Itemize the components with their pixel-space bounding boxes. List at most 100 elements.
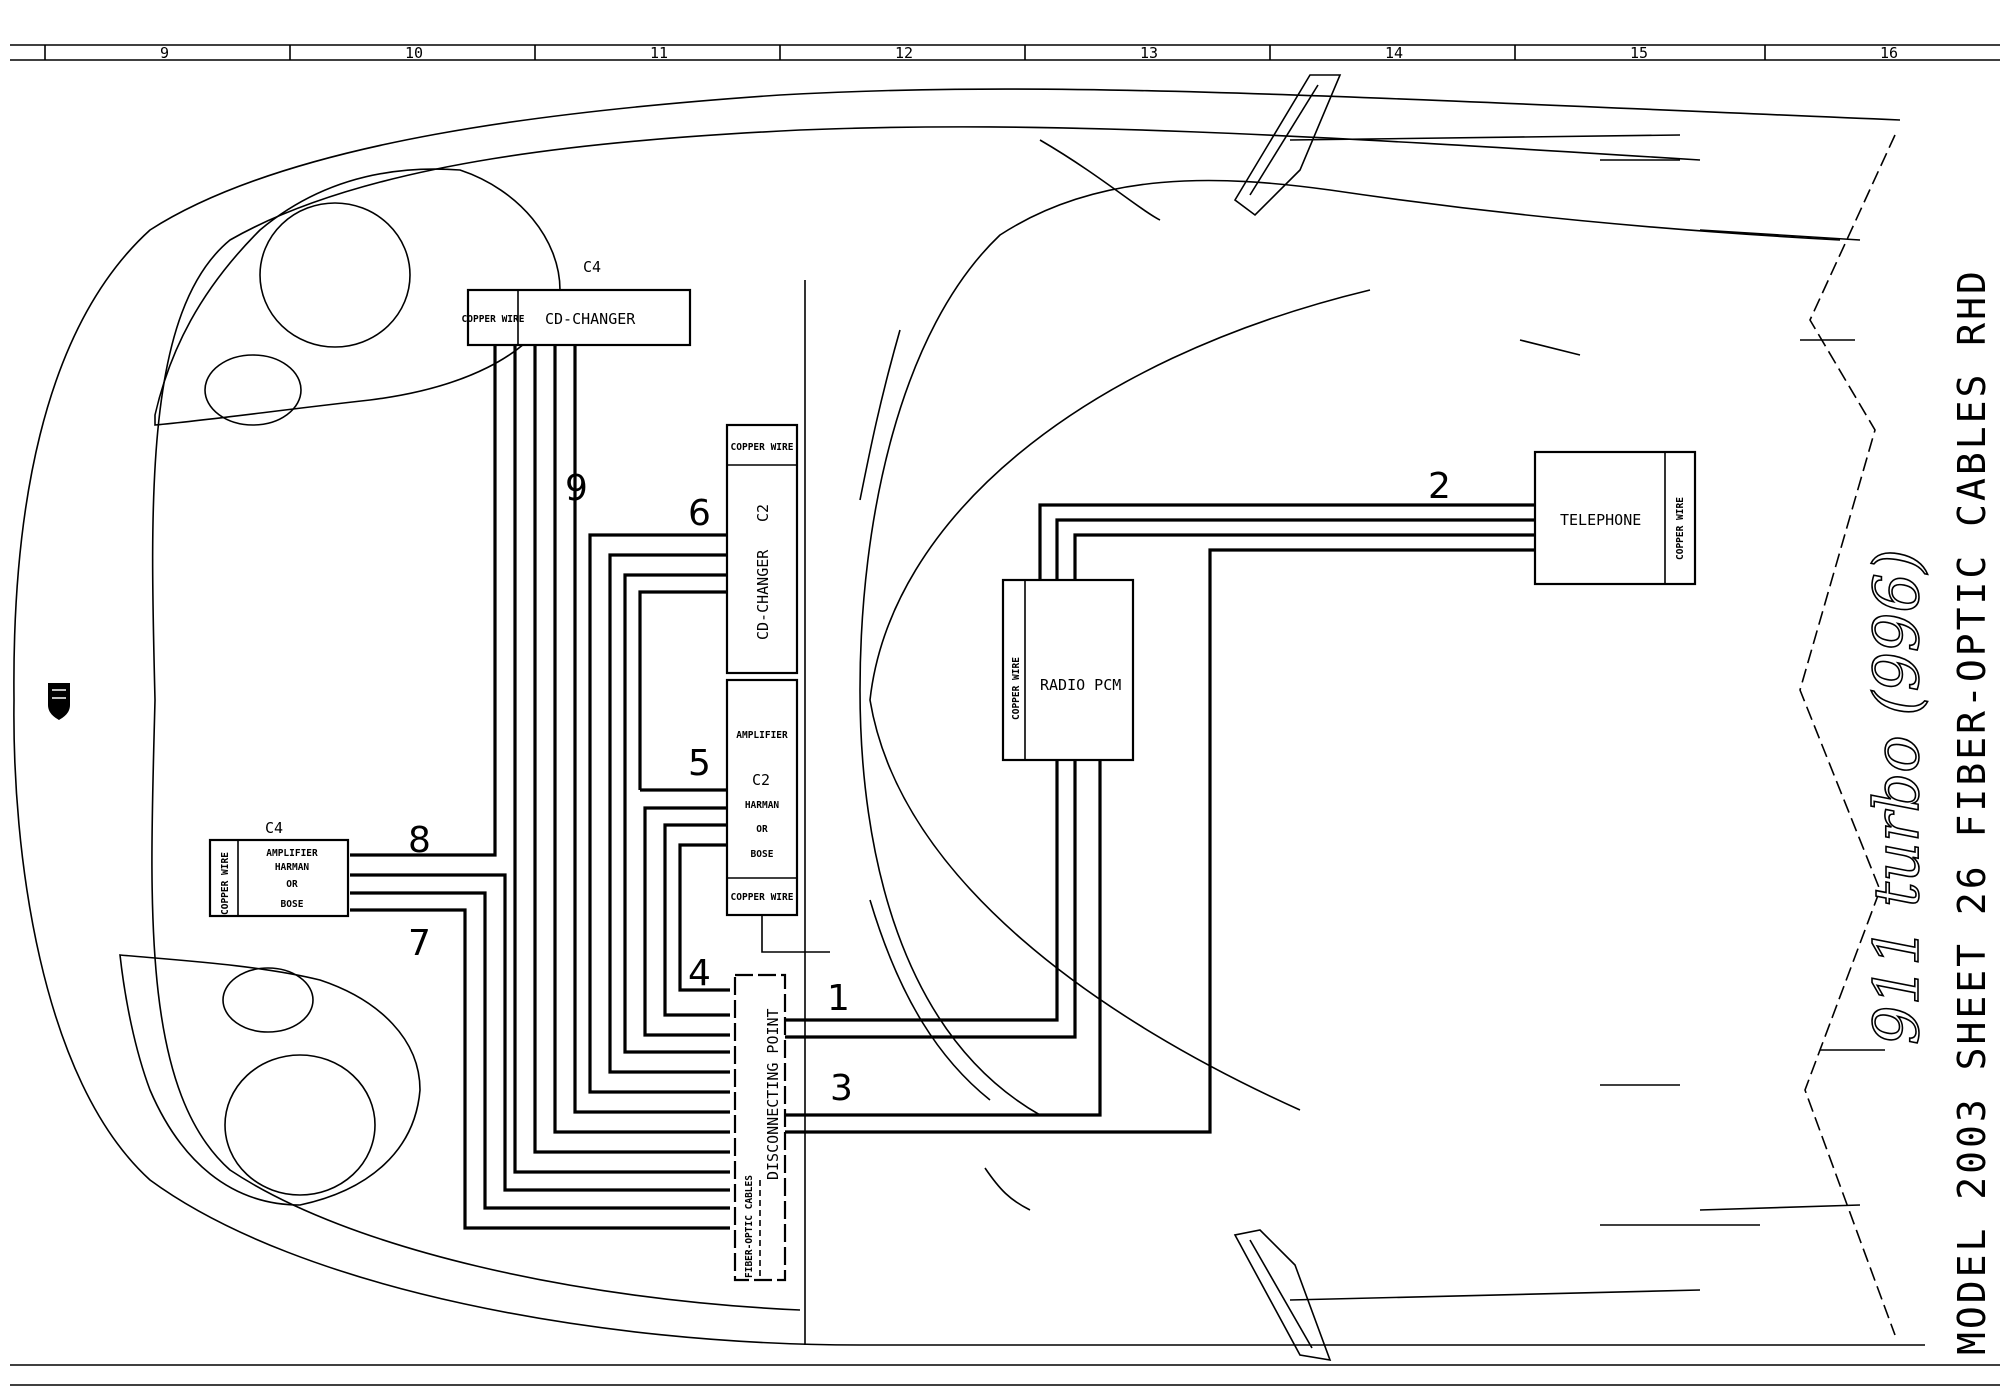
wire-7b <box>350 908 730 1230</box>
cd-changer-c4-copper-wire-label: COPPER WIRE <box>462 314 525 325</box>
column-number-11: 11 <box>650 44 668 62</box>
wire-1b <box>785 760 1077 1039</box>
wire-6a <box>588 533 735 1094</box>
car-body-outer <box>13 88 1925 1346</box>
cd-changer-c2-name: CD-CHANGER <box>754 549 772 640</box>
wire-number-9: 9 <box>565 468 588 509</box>
wire-9a <box>513 345 730 1174</box>
sheet-border <box>10 44 2000 1386</box>
headlight-top-housing <box>154 168 561 426</box>
wire-9c <box>553 345 730 1134</box>
headlight-bottom-small-icon <box>222 967 314 1033</box>
wire-6b <box>608 553 735 1074</box>
wire-3a <box>785 760 1102 1117</box>
title-block: 911 turbo (996) MODEL 2003 SHEET 26 FIBE… <box>1859 268 1994 1355</box>
wire-6d <box>638 590 735 790</box>
wire-9b <box>533 345 730 1154</box>
wire-2c <box>1073 533 1535 590</box>
copper-wire-leader <box>761 915 830 953</box>
wire-number-1: 1 <box>827 978 850 1019</box>
car-body-inner <box>151 126 1701 1311</box>
radio-pcm-module: COPPER WIRE RADIO PCM <box>1001 578 1135 762</box>
wire-number-2: 2 <box>1428 466 1451 507</box>
amplifier-c2-or: OR <box>756 824 768 835</box>
amplifier-c4-line4: BOSE <box>281 899 304 910</box>
amplifier-c2-bose: BOSE <box>751 849 774 860</box>
mirror-top-icon <box>1233 74 1342 217</box>
amplifier-c2-connector: C2 <box>752 771 770 789</box>
wire-3b <box>785 548 1535 1134</box>
column-number-12: 12 <box>895 44 913 62</box>
column-number-15: 15 <box>1630 44 1648 62</box>
wire-number-labels: 1 2 3 4 5 6 7 8 9 <box>408 466 1451 1109</box>
wire-number-4: 4 <box>688 953 711 994</box>
cd-changer-c4-connector: C4 <box>583 258 601 276</box>
wire-5c <box>663 823 735 1017</box>
column-number-13: 13 <box>1140 44 1158 62</box>
wire-number-5: 5 <box>688 743 711 784</box>
column-number-10: 10 <box>405 44 423 62</box>
cd-changer-c4-module: C4 COPPER WIRE CD-CHANGER <box>462 258 692 347</box>
hood-line-top <box>1039 139 1161 221</box>
wire-5b <box>643 806 735 1037</box>
headlights <box>119 168 561 1206</box>
wire-8a <box>350 345 497 857</box>
amplifier-c4-line1: AMPLIFIER <box>266 848 318 859</box>
porsche-crest-icon <box>48 683 70 720</box>
cd-changer-c2-connector: C2 <box>754 504 772 522</box>
headlight-bottom-main-icon <box>224 1054 376 1196</box>
wire-6c <box>623 573 735 1054</box>
radio-copper-wire-label: COPPER WIRE <box>1011 657 1022 720</box>
mirrors <box>1233 74 1342 1362</box>
windshield-line <box>869 289 1371 1111</box>
wire-1a <box>785 760 1059 1022</box>
headlight-top-main-icon <box>259 202 411 348</box>
fiber-optic-wires <box>350 345 1535 1230</box>
amplifier-c4-connector: C4 <box>265 819 283 837</box>
front-hood-curve-lower <box>869 899 991 1101</box>
amplifier-c4-copper-wire-label: COPPER WIRE <box>220 852 231 915</box>
amplifier-c4-line2: HARMAN <box>275 862 310 873</box>
wire-2b <box>1055 518 1535 590</box>
hood-line-bottom <box>984 1167 1031 1211</box>
wire-number-7: 7 <box>408 923 431 964</box>
car-outline <box>13 88 1925 1346</box>
amplifier-c4-module: C4 COPPER WIRE AMPLIFIER HARMAN OR BOSE <box>208 819 350 918</box>
wire-number-3: 3 <box>830 1068 853 1109</box>
amplifier-c2-copper-wire-label: COPPER WIRE <box>731 892 794 903</box>
amplifier-c2-title: AMPLIFIER <box>736 730 788 741</box>
disconnecting-point-name: DISCONNECTING POINT <box>764 1008 782 1180</box>
wire-8b <box>350 873 730 1192</box>
wire-2a <box>1038 503 1535 590</box>
disconnecting-point-module: DISCONNECTING POINT FIBER-OPTIC CABLES <box>733 973 787 1282</box>
wire-4a <box>678 843 735 992</box>
cd-changer-c2-copper-wire-label: COPPER WIRE <box>731 442 794 453</box>
amplifier-c2-module: AMPLIFIER C2 HARMAN OR BOSE COPPER WIRE <box>725 678 799 917</box>
column-numbers: 9 10 11 12 13 14 15 16 <box>160 44 1898 62</box>
wire-number-6: 6 <box>688 493 711 534</box>
headlight-top-small-icon <box>204 354 302 426</box>
wire-7a <box>350 891 730 1210</box>
wire-9d <box>573 345 730 1114</box>
title-line: MODEL 2003 SHEET 26 FIBER-OPTIC CABLES R… <box>1950 268 1994 1355</box>
column-number-14: 14 <box>1385 44 1403 62</box>
telephone-name: TELEPHONE <box>1560 511 1641 529</box>
rear-deck-outline <box>1799 134 1896 1336</box>
cd-changer-c2-module: COPPER WIRE CD-CHANGER C2 <box>725 423 799 675</box>
telephone-module: TELEPHONE COPPER WIRE <box>1533 450 1697 586</box>
column-number-9: 9 <box>160 44 169 62</box>
headlight-bottom-housing <box>119 954 421 1206</box>
radio-name: RADIO PCM <box>1040 676 1121 694</box>
column-number-16: 16 <box>1880 44 1898 62</box>
wire-number-8: 8 <box>408 820 431 861</box>
amplifier-c4-line3: OR <box>286 879 298 890</box>
telephone-copper-wire-label: COPPER WIRE <box>1675 497 1686 560</box>
title-script: 911 turbo (996) <box>1860 549 1933 1045</box>
disconnecting-point-sub-label: FIBER-OPTIC CABLES <box>744 1175 755 1278</box>
amplifier-c2-harman: HARMAN <box>745 800 780 811</box>
front-hood-curve <box>859 329 901 501</box>
cd-changer-c4-name: CD-CHANGER <box>545 310 636 328</box>
cabin-outline <box>859 179 1841 1116</box>
mirror-bottom-icon <box>1233 1229 1332 1362</box>
